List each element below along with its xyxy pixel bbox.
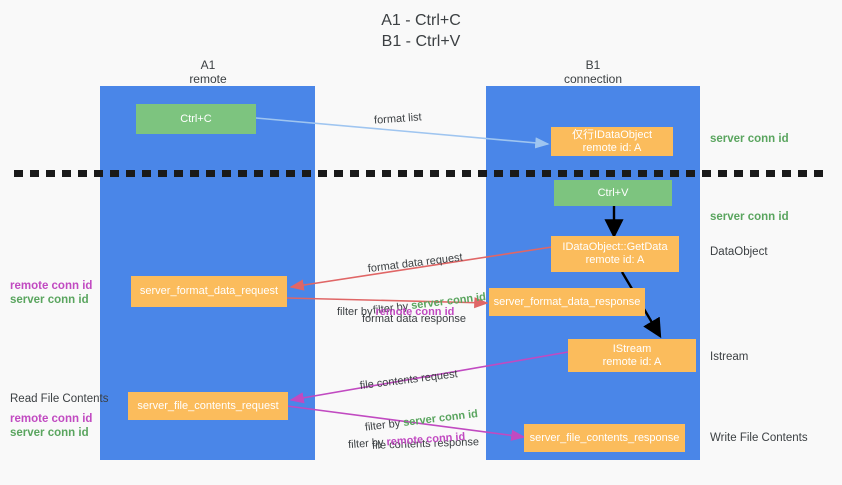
box-idataobject-getdata[interactable]: IDataObject::GetData remote id: A [551, 236, 679, 272]
annotation-write-file-contents: Write File Contents [710, 432, 808, 444]
filter-prefix: filter by [347, 436, 387, 452]
column-header-b1-sub: connection [563, 72, 623, 86]
annotation-server-conn-id-lower: server conn id [10, 427, 89, 439]
annotation-server-conn-id-second: server conn id [710, 211, 789, 223]
box-ctrl-v[interactable]: Ctrl+V [554, 180, 672, 206]
edge-label-format-data-request-text: format data request [367, 251, 464, 276]
box-istream[interactable]: IStream remote id: A [568, 339, 696, 372]
annotation-dataobject: DataObject [710, 246, 768, 258]
diagram-title: A1 - Ctrl+C B1 - Ctrl+V [381, 12, 461, 50]
edge-label-format-list: format list [373, 111, 423, 127]
column-header-b1: B1 connection [515, 58, 671, 86]
annotation-remote-conn-id-lower: remote conn id [10, 413, 93, 425]
box-server-file-contents-response[interactable]: server_file_contents_response [524, 424, 685, 452]
edge-label-format-data-response-filter: filter by remote conn id [337, 305, 454, 319]
box-idataobject[interactable]: 仅行IDataObject remote id: A [551, 127, 673, 156]
annotation-server-conn-id-upper: server conn id [10, 294, 89, 306]
annotation-remote-conn-id-upper: remote conn id [10, 280, 93, 292]
annotation-read-file-contents: Read File Contents [10, 393, 109, 405]
column-header-a1-sub: remote [189, 72, 227, 86]
column-header-b1-name: B1 [585, 58, 601, 72]
annotation-istream: Istream [710, 351, 749, 363]
box-ctrl-c[interactable]: Ctrl+C [136, 104, 256, 134]
phase-separator-dashed-line [14, 170, 828, 177]
edge-label-format-data-response-text: format data response [362, 313, 466, 325]
box-server-format-data-response[interactable]: server_format_data_response [489, 288, 645, 316]
column-header-a1-name: A1 [200, 58, 216, 72]
filter-remote-conn-id: remote conn id [375, 306, 455, 318]
box-server-format-data-request[interactable]: server_format_data_request [131, 276, 287, 307]
annotation-server-conn-id-top: server conn id [710, 133, 789, 145]
column-header-a1: A1 remote [130, 58, 286, 86]
filter-prefix: filter by [337, 306, 376, 318]
edge-label-file-contents-request-text: file contents request [359, 368, 459, 393]
edge-label-format-data-response: format data response [362, 284, 466, 354]
box-server-file-contents-request[interactable]: server_file_contents_request [128, 392, 288, 420]
